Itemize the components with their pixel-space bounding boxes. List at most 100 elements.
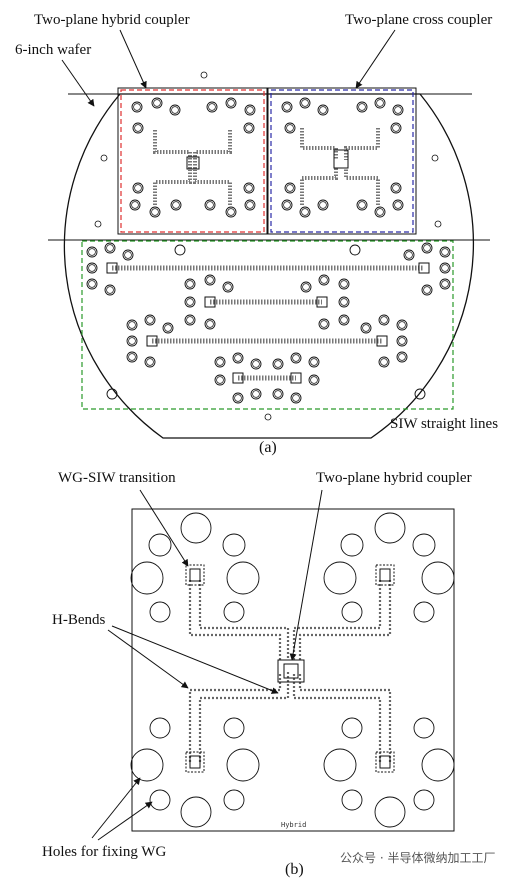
mounting-hole	[356, 101, 368, 113]
mounting-hole-inner	[380, 358, 388, 366]
label-siw-lines: SIW straight lines	[390, 416, 498, 432]
mounting-hole	[149, 601, 171, 623]
mounting-hole-inner	[302, 283, 310, 291]
mounting-hole	[413, 789, 435, 811]
mounting-hole-inner	[319, 201, 327, 209]
mounting-hole-inner	[124, 251, 132, 259]
mounting-hole-inner	[398, 321, 406, 329]
mounting-hole-inner	[128, 353, 136, 361]
mounting-hole	[132, 182, 144, 194]
mounting-hole-inner	[186, 280, 194, 288]
mounting-hole-inner	[340, 316, 348, 324]
mounting-hole-inner	[172, 201, 180, 209]
label-h-bends: H-Bends	[52, 612, 105, 628]
mounting-hole	[243, 182, 255, 194]
panel-a: Two-plane hybrid coupler Two-plane cross…	[15, 12, 498, 456]
mounting-hole-inner	[106, 286, 114, 294]
mounting-hole	[308, 374, 320, 386]
mounting-hole-inner	[376, 208, 384, 216]
siw-via-network	[188, 580, 392, 762]
mounting-hole-inner	[252, 390, 260, 398]
mounting-hole	[374, 796, 406, 828]
mounting-hole-inner	[186, 316, 194, 324]
mounting-hole-inner	[131, 201, 139, 209]
mounting-hole	[412, 533, 436, 557]
mounting-hole	[222, 281, 234, 293]
label-hybrid-coupler: Two-plane hybrid coupler	[34, 12, 190, 28]
mounting-hole	[126, 319, 138, 331]
mounting-hole-inner	[358, 103, 366, 111]
mounting-hole-inner	[153, 99, 161, 107]
mounting-hole-inner	[441, 280, 449, 288]
mounting-hole-inner	[310, 358, 318, 366]
mounting-hole	[204, 199, 216, 211]
label-wg-siw-transition: WG-SIW transition	[58, 470, 176, 486]
mounting-hole	[130, 748, 164, 782]
mounting-hole	[250, 358, 262, 370]
siw-lines	[106, 262, 430, 384]
mounting-hole-inner	[376, 99, 384, 107]
mounting-hole	[222, 533, 246, 557]
wafer-dot	[200, 71, 208, 79]
mounting-hole	[318, 318, 330, 330]
mounting-hole	[184, 314, 196, 326]
mounting-hole	[299, 97, 311, 109]
mounting-hole-inner	[398, 353, 406, 361]
mounting-hole	[360, 322, 372, 334]
mounting-hole	[169, 104, 181, 116]
mounting-hole	[421, 284, 433, 296]
mounting-hole-inner	[441, 264, 449, 272]
mounting-hole	[374, 97, 386, 109]
mounting-hole	[244, 199, 256, 211]
mounting-hole	[299, 206, 311, 218]
mounting-hole-inner	[301, 208, 309, 216]
arrow-hbend-2	[111, 625, 279, 694]
chip-label-hybrid: Hybrid	[281, 821, 306, 829]
mounting-hole-inner	[206, 276, 214, 284]
mounting-hole	[250, 388, 262, 400]
mounting-hole-inner	[358, 201, 366, 209]
mounting-hole	[439, 246, 451, 258]
siw-box	[81, 240, 454, 410]
mounting-holes-b	[130, 512, 455, 828]
mounting-hole	[284, 122, 296, 134]
mounting-hole	[214, 374, 226, 386]
hybrid-box	[120, 89, 265, 233]
mounting-hole	[184, 296, 196, 308]
mounting-hole-inner	[405, 251, 413, 259]
label-holes: Holes for fixing WG	[42, 844, 166, 860]
mounting-hole	[223, 789, 245, 811]
mounting-hole	[232, 392, 244, 404]
mounting-hole	[104, 284, 116, 296]
mounting-hole	[243, 122, 255, 134]
mounting-hole	[421, 748, 455, 782]
mounting-hole	[130, 561, 164, 595]
mounting-hole	[413, 717, 435, 739]
label-wafer: 6-inch wafer	[15, 42, 91, 58]
mounting-hole-inner	[224, 283, 232, 291]
mounting-hole-inner	[423, 286, 431, 294]
mounting-hole	[281, 199, 293, 211]
mounting-hole	[149, 717, 171, 739]
mounting-hole	[225, 97, 237, 109]
mounting-hole	[149, 789, 171, 811]
arrow-wafer	[61, 59, 95, 107]
mounting-hole	[318, 274, 330, 286]
mounting-hole	[170, 199, 182, 211]
mounting-hole	[290, 392, 302, 404]
mounting-hole-inner	[206, 320, 214, 328]
mounting-hole	[184, 278, 196, 290]
mounting-hole-inner	[146, 316, 154, 324]
mounting-hole	[323, 561, 357, 595]
mounting-hole-inner	[216, 376, 224, 384]
mounting-hole	[378, 356, 390, 368]
mounting-hole	[204, 274, 216, 286]
watermark: 公众号 · 半导体微纳加工工厂	[340, 851, 495, 865]
label-cross-coupler: Two-plane cross coupler	[345, 12, 492, 28]
cross-box	[270, 89, 414, 233]
mounting-hole	[317, 104, 329, 116]
mounting-hole-inner	[423, 244, 431, 252]
mounting-hole	[180, 796, 212, 828]
mounting-hole	[106, 388, 118, 400]
mounting-hole-inner	[286, 184, 294, 192]
